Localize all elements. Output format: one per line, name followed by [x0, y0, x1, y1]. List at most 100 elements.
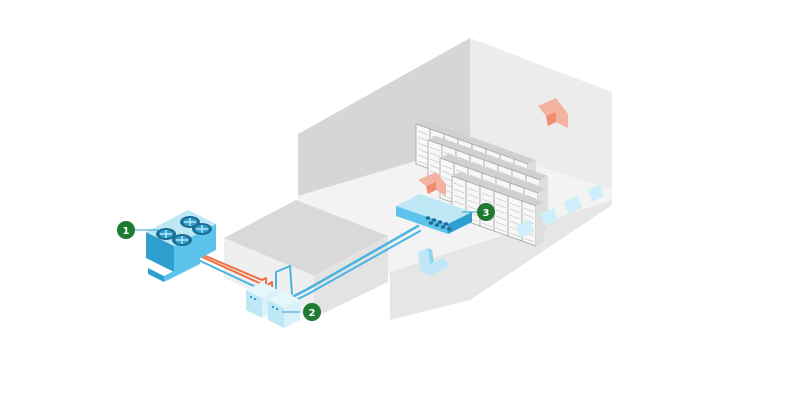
rack-slot — [417, 154, 429, 160]
supply-pipe-2 — [292, 224, 420, 298]
rack-slot — [513, 176, 525, 182]
rack-slot — [457, 156, 469, 162]
callout-1-number: 1 — [123, 226, 130, 237]
crah-vents — [425, 216, 452, 231]
callout-3-number: 3 — [483, 208, 490, 219]
rack-top — [522, 197, 544, 206]
rack-top — [458, 135, 480, 144]
rack-top — [454, 159, 476, 168]
rack-top — [442, 141, 464, 150]
rack-top — [444, 130, 466, 139]
rack-slot — [455, 169, 467, 175]
rack-top — [472, 140, 494, 149]
callout-1: 1 — [117, 221, 135, 239]
rack-top — [456, 146, 478, 155]
rack-top — [430, 125, 452, 134]
rack-top — [514, 155, 536, 164]
rack-slot — [467, 199, 479, 205]
crah-unit — [396, 194, 472, 234]
vent-icon — [440, 225, 446, 229]
rack-slot — [417, 130, 429, 136]
rack-top — [526, 171, 548, 180]
callout-leaders — [134, 211, 478, 313]
rack-top — [494, 187, 516, 196]
rack-slot — [509, 208, 521, 214]
rack-slot — [481, 192, 493, 198]
rack-slot — [497, 184, 509, 190]
rack-top — [508, 192, 530, 201]
rack-slot — [481, 198, 493, 204]
vent-icon — [443, 222, 449, 226]
rack-top — [480, 182, 502, 191]
rack-slot — [429, 152, 441, 158]
hot-air-arrow — [538, 98, 568, 128]
rack-top — [416, 120, 438, 129]
rack-slot — [495, 197, 507, 203]
rack-slot — [523, 213, 535, 219]
rack-slot — [527, 181, 539, 187]
rack-slot — [495, 215, 507, 221]
rack-slot — [453, 200, 465, 206]
rack-slot — [509, 202, 521, 208]
supply-pipe-3 — [295, 230, 421, 301]
rack-slot — [495, 227, 507, 233]
rack-slot — [523, 207, 535, 213]
crah-right-face — [448, 212, 472, 234]
rack-slot — [417, 160, 429, 166]
crah-top — [396, 194, 472, 224]
rack-slot — [467, 187, 479, 193]
rack-top — [484, 156, 506, 165]
rack-slot — [441, 164, 453, 170]
rack-slot — [509, 220, 521, 226]
rack-slot — [511, 189, 523, 195]
dry-cooler-right-face — [174, 224, 216, 272]
crah-left-face — [396, 206, 448, 234]
rack-slot — [495, 203, 507, 209]
vent-icon — [431, 218, 437, 222]
vent-icon — [437, 220, 443, 224]
rack-slot — [453, 194, 465, 200]
dry-cooler-left-face — [146, 232, 174, 272]
data-hall-front-panel — [390, 200, 612, 320]
rack-slot — [499, 171, 511, 177]
rack-top — [500, 150, 522, 159]
dry-cooler — [146, 210, 216, 282]
rack-slot — [453, 188, 465, 194]
rack-row-end-panel — [536, 202, 544, 246]
rack-slot — [429, 146, 441, 152]
rack-top — [482, 169, 504, 178]
rack-slot — [525, 194, 537, 200]
rack-slot — [495, 209, 507, 215]
fan-icon — [156, 228, 176, 240]
rack-slot — [417, 148, 429, 154]
rack-slot — [441, 170, 453, 176]
callout-3: 3 — [477, 203, 495, 221]
rack-top — [468, 164, 490, 173]
fan-icon — [192, 223, 212, 235]
rack-slot — [509, 214, 521, 220]
rack-slot — [429, 158, 441, 164]
rack-top — [486, 145, 508, 154]
rack-top — [428, 136, 450, 145]
rack-top — [496, 174, 518, 183]
rack-slot — [467, 205, 479, 211]
rack-top — [440, 154, 462, 163]
rack-slot — [469, 174, 481, 180]
rack-slot — [453, 182, 465, 188]
equipment-room-right-face — [314, 236, 388, 318]
rack-slot — [483, 179, 495, 185]
rack-slot — [471, 161, 483, 167]
rack-top — [466, 177, 488, 186]
rack-slot — [495, 221, 507, 227]
vent-icon — [434, 223, 440, 227]
rack-top — [512, 166, 534, 175]
callout-2-number: 2 — [309, 308, 316, 319]
vent-icon — [446, 227, 452, 231]
rack-slot — [429, 164, 441, 170]
chiller-pump-units — [246, 282, 300, 328]
equipment-room-roof — [224, 200, 388, 276]
vent-icon — [425, 216, 431, 220]
rack-slot — [417, 136, 429, 142]
cold-air-arrow — [418, 248, 450, 276]
